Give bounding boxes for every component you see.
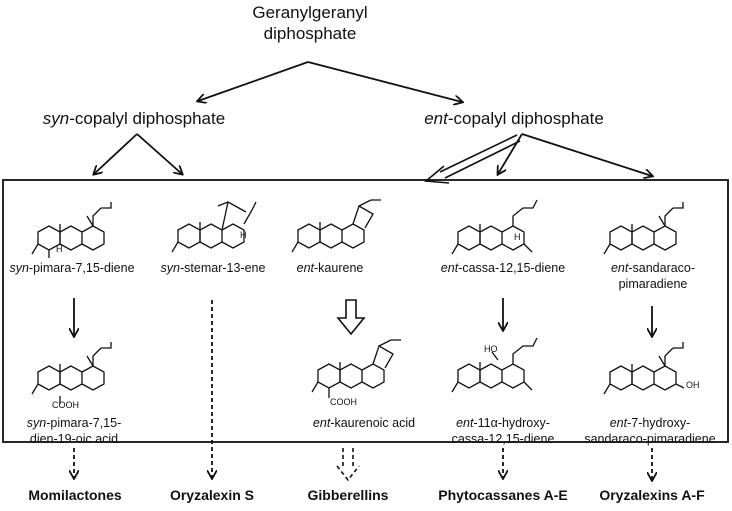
- compound-ent-hydroxycassadiene: ent-11α-hydroxy- cassa-12,15-diene: [433, 416, 573, 447]
- compound-line1: -stemar-13-ene: [180, 261, 266, 275]
- double-arrow-ent-cpp-to-ent-kaurene: [423, 134, 521, 184]
- compound-line1: -11α-hydroxy-: [473, 416, 550, 430]
- compound-prefix: ent: [609, 416, 628, 430]
- compound-prefix: ent: [456, 416, 474, 430]
- compound-syn-stemarene: syn-stemar-13-ene: [143, 261, 283, 277]
- product-oryzalexins: Oryzalexins A-F: [599, 487, 705, 503]
- syn-cpp-rest: -copalyl diphosphate: [69, 109, 226, 128]
- atom-oh-hydroxysandaracopimaradiene: OH: [686, 380, 700, 390]
- structure-ent-hydroxysandaracopimaradiene: [603, 342, 685, 395]
- compound-line1: -sandaraco-: [628, 261, 696, 275]
- enzyme-product-box: [2, 179, 729, 443]
- atom-h-ent-cassadiene: H: [514, 232, 521, 242]
- ent-cpp-prefix: ent: [424, 109, 448, 128]
- compound-line1: -kaurenoic acid: [330, 416, 416, 430]
- structure-ent-cassadiene: [451, 199, 538, 255]
- product-phytocassanes: Phytocassanes A-E: [438, 487, 568, 503]
- compound-ent-cassadiene: ent-cassa-12,15-diene: [433, 261, 573, 277]
- arrow-ent-cpp-to-ent-sandaracopimaradiene: [521, 133, 652, 176]
- compound-prefix: ent: [610, 261, 629, 275]
- compound-prefix: ent: [296, 261, 315, 275]
- structure-syn-pimaradiene: [31, 202, 112, 258]
- compound-ent-hydroxysandaracopimaradiene: ent-7-hydroxy- sandaraco-pimaradiene: [580, 416, 720, 447]
- compound-line1: -kaurene: [314, 261, 364, 275]
- product-gibberellins: Gibberellins: [307, 487, 389, 503]
- atom-cooh-ent-acid: COOH: [330, 397, 357, 407]
- ent-cpp-label: ent-copalyl diphosphate: [384, 108, 644, 129]
- compound-prefix: ent: [312, 416, 331, 430]
- atom-h-syn-pimaradiene: H: [56, 244, 63, 254]
- product-oryzalexin-s: Oryzalexin S: [169, 487, 255, 503]
- compound-line2: pimaradiene: [618, 276, 688, 291]
- structure-ent-sandaracopimaradiene: [603, 202, 684, 255]
- compound-prefix: syn: [9, 261, 29, 275]
- compound-prefix: syn: [160, 261, 180, 275]
- compound-ent-kaurene: ent-kaurene: [260, 261, 400, 277]
- compound-syn-pimaradiene: syn-pimara-7,15-diene: [2, 261, 142, 277]
- atom-h-syn-stemarene: H: [240, 230, 247, 240]
- ent-cpp-rest: -copalyl diphosphate: [447, 109, 604, 128]
- ggpp-line1: Geranylgeranyl: [252, 3, 368, 22]
- syn-cpp-prefix: syn: [42, 109, 70, 128]
- product-momilactones: Momilactones: [28, 487, 122, 503]
- structure-ent-kaurene: [291, 199, 381, 253]
- compound-line2: sandaraco-pimaradiene: [584, 431, 716, 446]
- ggpp-label: Geranylgeranyl diphosphate: [210, 2, 410, 45]
- compound-ent-kaurenoic-acid: ent-kaurenoic acid: [294, 416, 434, 432]
- atom-cooh-syn-acid: COOH: [52, 400, 79, 410]
- compound-line1: -7-hydroxy-: [627, 416, 691, 430]
- arrow-ggpp-to-ent-cpp: [307, 61, 462, 102]
- arrow-syn-cpp-to-syn-stemarene: [136, 133, 182, 174]
- compound-line1: -pimara-7,15-: [46, 416, 122, 430]
- compound-line2: dien-19-oic acid: [29, 431, 119, 446]
- compound-prefix: syn: [26, 416, 47, 430]
- compound-line1: -pimara-7,15-diene: [28, 261, 135, 275]
- compound-syn-pimaradienoic-acid: syn-pimara-7,15- dien-19-oic acid: [4, 416, 144, 447]
- structure-ent-kaurenoic-acid: [311, 339, 401, 398]
- arrow-ggpp-to-syn-cpp: [198, 61, 309, 101]
- structure-syn-pimaradienoic-acid: [31, 342, 112, 404]
- structure-syn-stemarene: [171, 201, 257, 253]
- compound-ent-sandaracopimaradiene: ent-sandaraco- pimaradiene: [583, 261, 723, 292]
- hollow-arrow-ent-kaurene-to-kaurenoic-acid: [336, 299, 366, 336]
- arrow-ent-cpp-to-ent-cassadiene: [498, 133, 523, 174]
- syn-cpp-label: syn-copalyl diphosphate: [4, 108, 264, 129]
- compound-line1: -cassa-12,15-diene: [458, 261, 566, 275]
- compound-line2: cassa-12,15-diene: [451, 431, 555, 446]
- arrow-syn-cpp-to-syn-pimaradiene: [94, 133, 138, 174]
- compound-prefix: ent: [440, 261, 459, 275]
- atom-ho-hydroxycassadiene: HO: [484, 344, 498, 354]
- structure-ent-hydroxycassadiene: [451, 337, 538, 393]
- dashed-hollow-arrow-to-gibberellins: [336, 448, 360, 482]
- ggpp-line2: diphosphate: [263, 24, 357, 44]
